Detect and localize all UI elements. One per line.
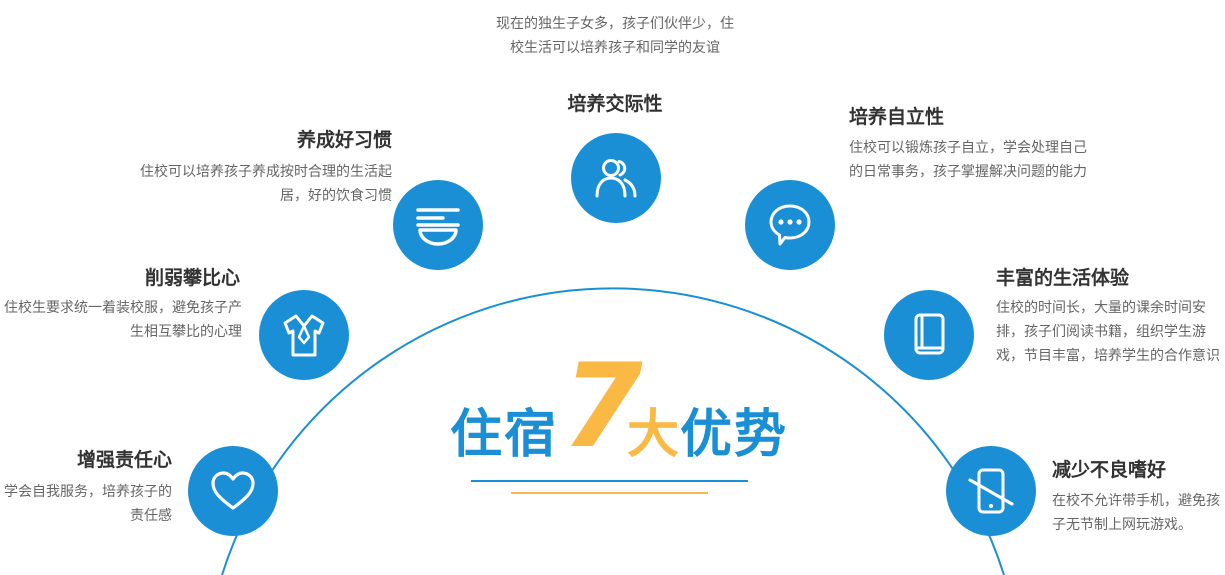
page-heading: 住宿 7 大 优势	[450, 347, 790, 475]
advantage-description-responsibility: 学会自我服务，培养孩子的责任感	[4, 484, 172, 524]
advantage-circle-experience	[884, 290, 974, 380]
advantage-title-experience: 丰富的生活体验	[996, 267, 1130, 289]
advantage-circle-habits	[393, 180, 483, 270]
advantage-description-socializing: 现在的独生子女多，孩子们伙伴少，住校生活可以培养孩子和同学的友谊	[496, 16, 734, 56]
heading-underline-blue	[471, 480, 748, 482]
users-icon	[595, 159, 637, 198]
heart-icon	[211, 471, 255, 510]
heading-part-3: 优势	[680, 405, 789, 465]
advantage-circle-responsibility	[188, 446, 278, 536]
advantage-description-independence: 住校可以锻炼孩子自立，学会处理自己的日常事务，孩子掌握解决问题的能力	[849, 140, 1087, 180]
advantage-circle-socializing	[571, 133, 661, 223]
no-phone-icon	[968, 468, 1014, 514]
heading-part-2: 大	[627, 405, 680, 465]
heading-number: 7	[562, 339, 643, 474]
advantage-title-habits: 养成好习惯	[296, 129, 392, 151]
advantage-description-experience: 住校的时间长，大量的课余时间安排，孩子们阅读书籍，组织学生游戏，节目丰富，培养学…	[996, 300, 1220, 364]
advantage-title-comparison: 削弱攀比心	[144, 267, 240, 289]
chat-bubble-icon	[769, 204, 811, 246]
shirt-icon	[283, 314, 325, 357]
advantage-description-bad-habits: 在校不允许带手机，避免孩子无节制上网玩游戏。	[1052, 493, 1220, 533]
advantage-circle-bad-habits	[946, 446, 1036, 536]
advantage-title-bad-habits: 减少不良嗜好	[1052, 459, 1167, 481]
advantage-description-comparison: 住校生要求统一着装校服，避免孩子产生相互攀比的心理	[4, 300, 242, 340]
heading-underline-yellow	[511, 492, 708, 494]
advantage-title-responsibility: 增强责任心	[76, 449, 172, 471]
advantage-description-habits: 住校可以培养孩子养成按时合理的生活起居，好的饮食习惯	[140, 164, 392, 204]
advantage-circle-independence	[745, 180, 835, 270]
bowl-icon	[416, 208, 460, 246]
advantage-title-independence: 培养自立性	[849, 106, 945, 128]
book-icon	[914, 313, 945, 355]
heading-part-1: 住宿	[450, 405, 559, 465]
advantage-circle-comparison	[259, 290, 349, 380]
advantage-title-socializing: 培养交际性	[567, 93, 663, 115]
